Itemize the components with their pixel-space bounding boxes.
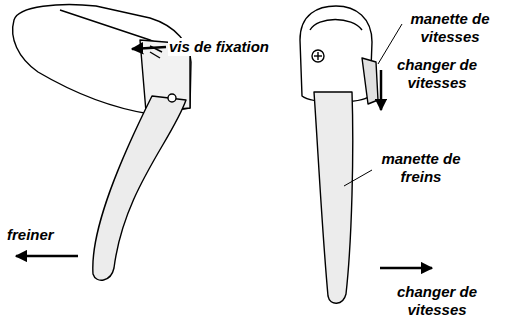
part-label: changer de vitesses [386, 56, 488, 92]
bolt [312, 50, 324, 62]
screw-arrow [132, 47, 166, 49]
shift-lever [362, 58, 378, 104]
part-label: manette de freins [374, 150, 468, 186]
bolt-slot [317, 52, 318, 60]
front-view-lever [300, 6, 378, 303]
arrows [16, 47, 432, 268]
hood-top [310, 20, 362, 31]
part-label: vis de fixation [168, 38, 270, 56]
leader-line [344, 170, 372, 186]
pivot [168, 94, 176, 102]
brake-blade [93, 96, 186, 280]
shift-arrow-down [380, 70, 383, 110]
part-label: changer de vitesses [380, 283, 494, 319]
brake-arrow [16, 255, 78, 258]
part-label: freiner [6, 226, 55, 244]
hood [300, 6, 372, 102]
shift-arrow-right [380, 267, 432, 270]
brake-blade [314, 92, 353, 303]
hood-slot [150, 52, 160, 58]
part-label: manette de vitesses [403, 10, 497, 46]
